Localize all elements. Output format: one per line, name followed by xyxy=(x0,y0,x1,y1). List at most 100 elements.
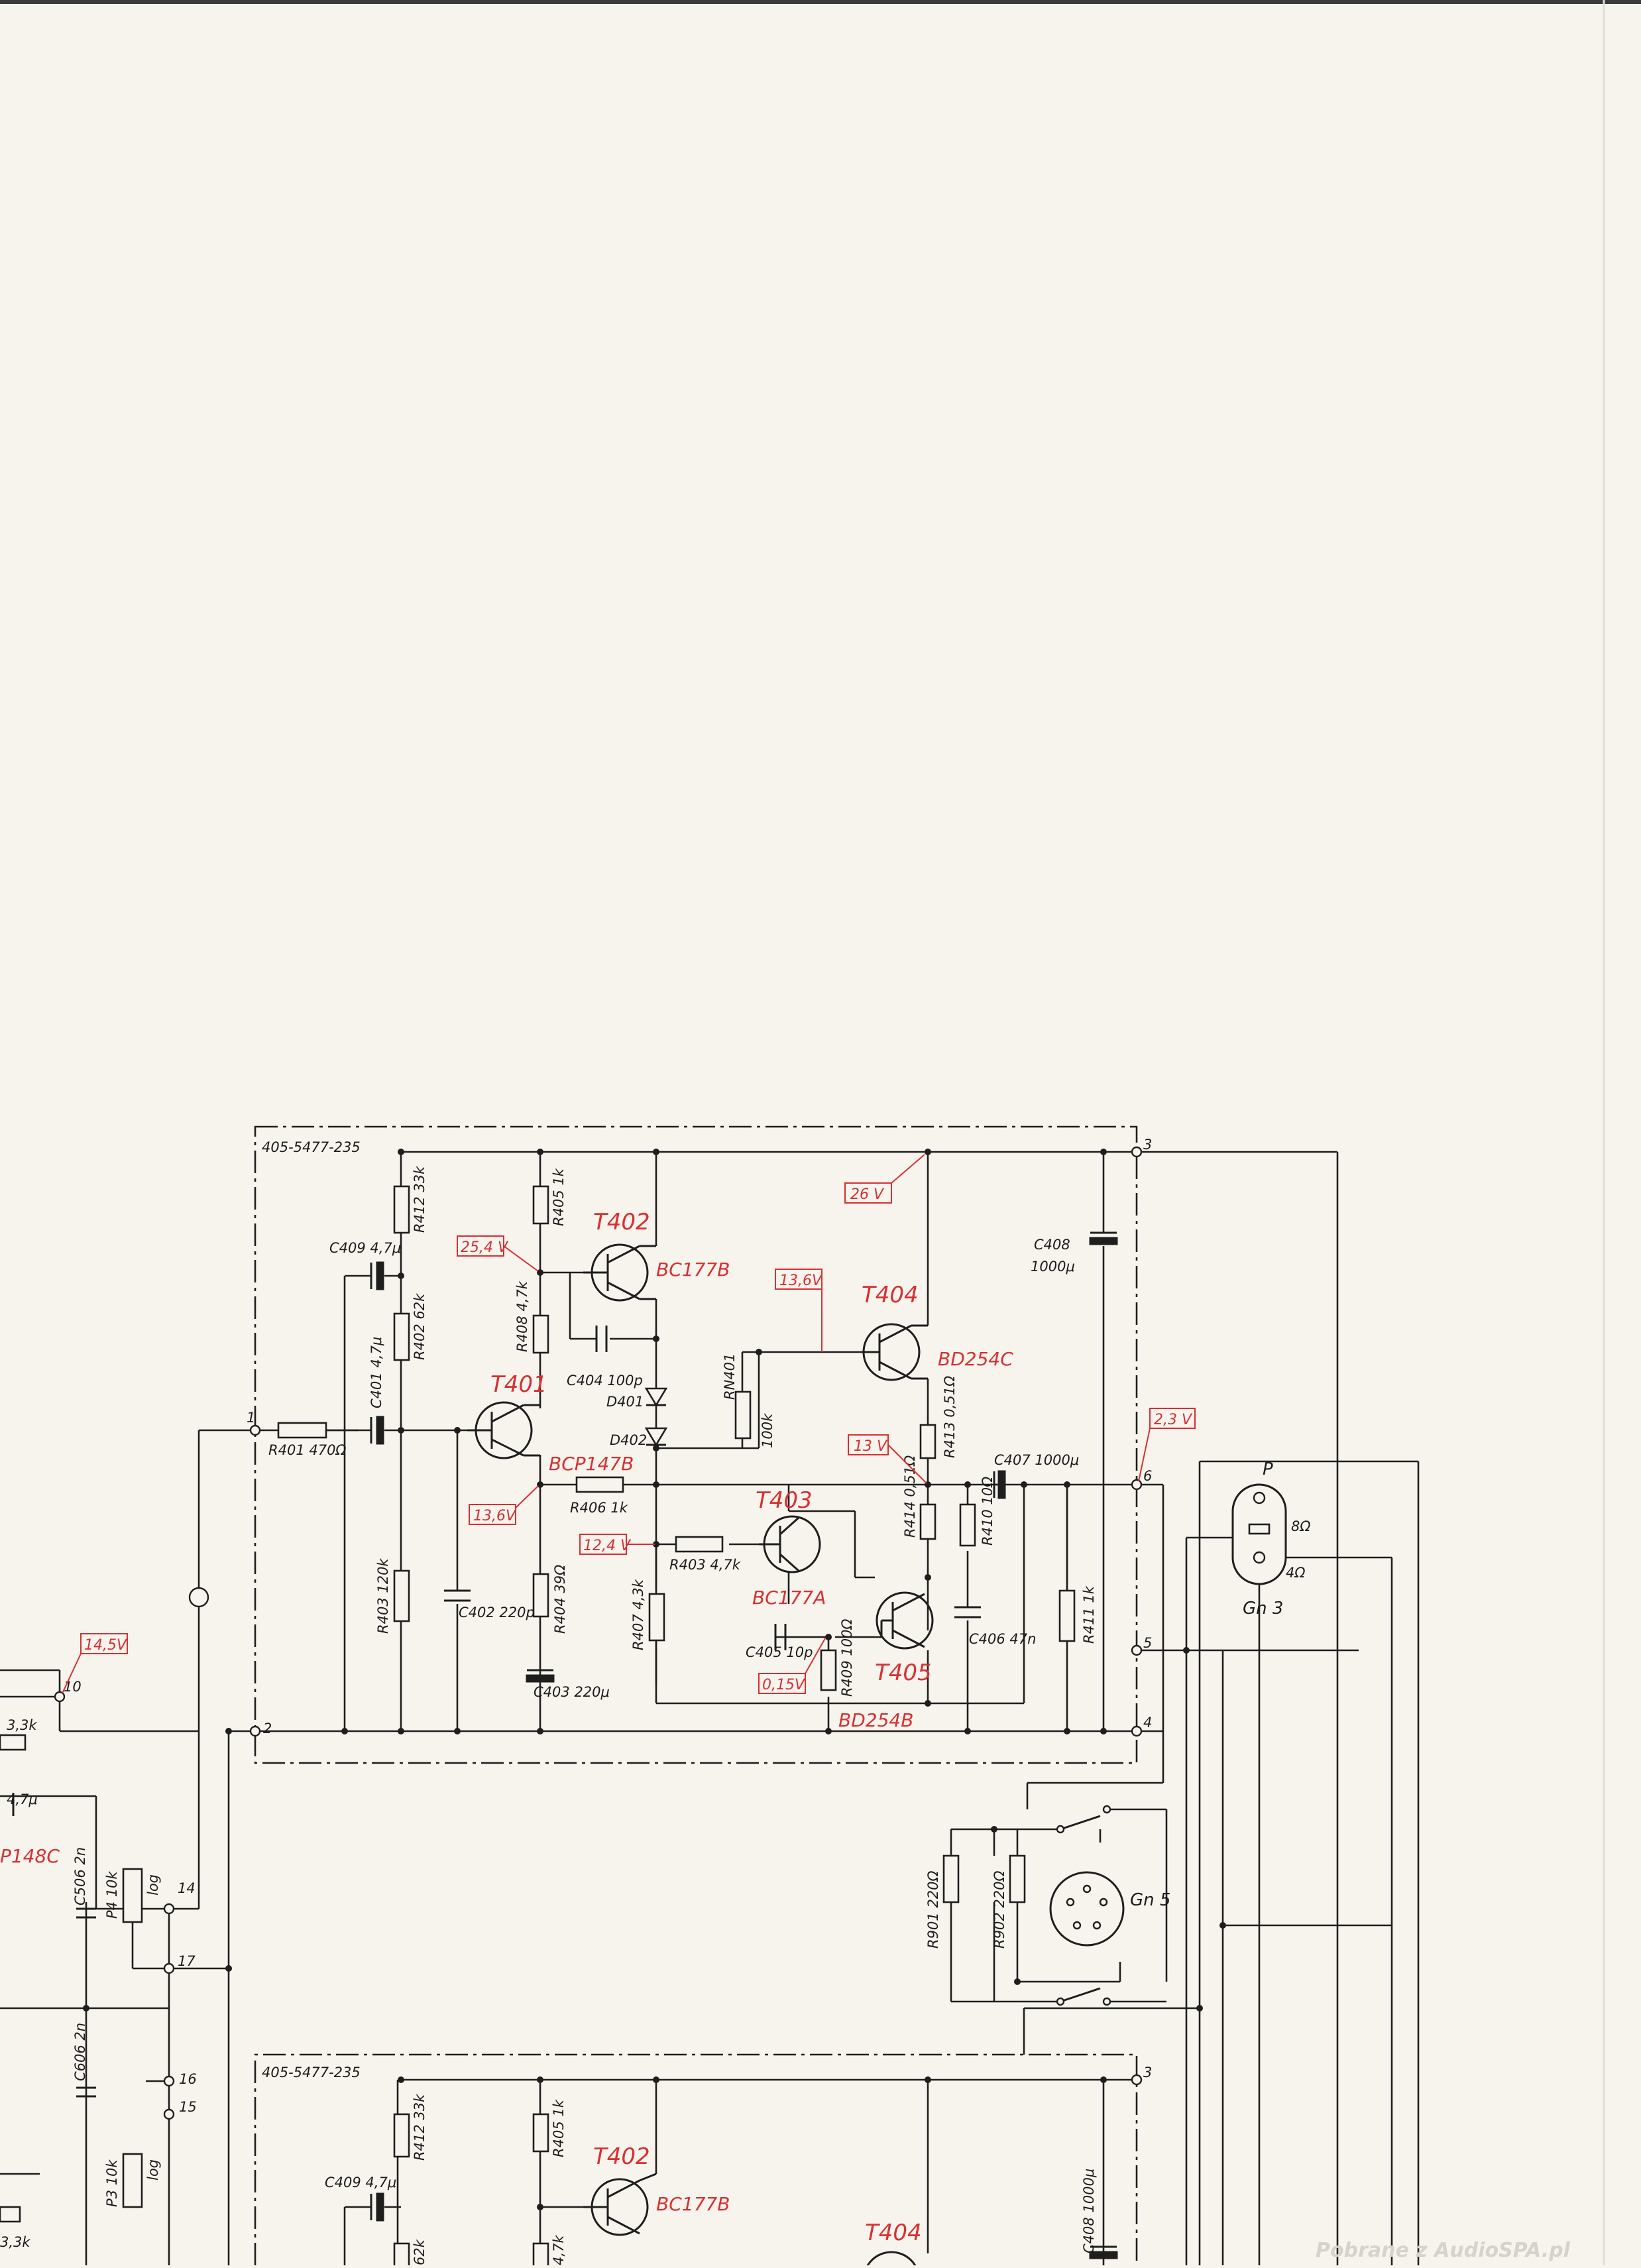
label-speaker-p: P xyxy=(1263,1459,1273,1479)
terminal-5: 5 xyxy=(1143,1635,1152,1651)
label-r410: R410 10Ω xyxy=(980,1477,995,1546)
terminal-10: 10 xyxy=(64,1679,82,1695)
label-c408-value: 1000μ xyxy=(1031,1259,1075,1275)
resistor-r401 xyxy=(277,1422,327,1439)
t402-type: BC177B xyxy=(656,1259,730,1280)
label-speaker-8ohm: 8Ω xyxy=(1291,1518,1310,1534)
label-r414: R414 0,51Ω xyxy=(902,1455,918,1538)
terminal-labels: 1 2 3 4 5 6 10 14 15 16 17 3 xyxy=(64,1137,1152,2115)
t405-type: BD254B xyxy=(838,1709,913,1731)
label-c405: C405 10p xyxy=(746,1644,813,1660)
label-r405-lower: R405 1k xyxy=(551,2099,567,2157)
label-c402: C402 220p xyxy=(459,1605,535,1620)
label-fragment-33k-lower: 3,3k xyxy=(0,2234,30,2250)
label-c406: C406 47n xyxy=(969,1631,1036,1647)
t401-type: BCP147B xyxy=(549,1453,634,1475)
resistor-fragment xyxy=(0,1734,27,1751)
label-d402: D402 xyxy=(610,1432,647,1448)
transistor-t404-lower xyxy=(865,2251,918,2268)
label-gn3: Gn 3 xyxy=(1243,1599,1283,1618)
din-connector-gn5 xyxy=(1049,1805,1125,2006)
t404-ref: T404 xyxy=(862,1282,919,1308)
resistor-r411 xyxy=(1058,1589,1076,1642)
resistor-r407 xyxy=(648,1593,665,1642)
label-r403b: R403 4,7k xyxy=(669,1557,741,1573)
label-d401: D401 xyxy=(606,1394,644,1410)
resistor-r408 xyxy=(532,1314,549,1354)
resistor-r404 xyxy=(532,1573,549,1618)
resistor-r405-lower xyxy=(532,2113,549,2153)
voltage-124v: 12,4 V xyxy=(583,1538,632,1554)
resistors xyxy=(0,1185,1076,2268)
component-labels: R412 33k R405 1k R402 62k R408 4,7k C409… xyxy=(0,1166,1310,2265)
label-r405: R405 1k xyxy=(551,1168,567,1226)
label-p4: P4 10k xyxy=(104,1871,120,1919)
label-r409: R409 100Ω xyxy=(839,1619,855,1697)
resistor-r403a xyxy=(393,1569,410,1622)
label-rn401-value: 100k xyxy=(760,1413,775,1448)
label-c408: C408 xyxy=(1034,1237,1070,1253)
label-c401: C401 4,7μ xyxy=(368,1337,384,1408)
t401-ref: T401 xyxy=(490,1371,547,1398)
voltage-254v: 25,4 V xyxy=(461,1239,509,1256)
label-log-p4: log xyxy=(145,1874,161,1896)
terminal-3: 3 xyxy=(1143,1137,1152,1153)
capacitors xyxy=(12,1231,1118,2259)
t404-type: BD254C xyxy=(938,1348,1013,1370)
label-r403a: R403 120k xyxy=(375,1558,391,1634)
label-r407: R407 4,3k xyxy=(630,1579,646,1650)
label-p3: P3 10k xyxy=(104,2159,120,2207)
resistor-r902 xyxy=(1009,1854,1026,1903)
label-c408-lower: C408 1000μ xyxy=(1081,2169,1097,2253)
terminal-circles xyxy=(54,1146,1143,2120)
label-r402: R402 62k xyxy=(412,1293,427,1360)
t402-ref: T402 xyxy=(593,1209,650,1235)
label-fragment-p148c: P148C xyxy=(0,1845,60,1867)
resistor-r406 xyxy=(575,1476,624,1493)
voltage-015v: 0,15V xyxy=(762,1677,806,1693)
potentiometer-p3 xyxy=(122,2153,143,2208)
transistor-symbols xyxy=(467,1243,934,2268)
label-fragment-33k: 3,3k xyxy=(7,1717,37,1733)
resistor-r412 xyxy=(393,1185,410,1234)
label-c404: C404 100p xyxy=(567,1373,643,1389)
label-r411: R411 1k xyxy=(1081,1585,1097,1644)
diodes xyxy=(644,1387,668,1447)
voltage-145v: 14,5V xyxy=(84,1637,128,1654)
resistor-r409 xyxy=(820,1649,837,1691)
voltage-26v: 26 V xyxy=(850,1186,885,1203)
label-c409-lower: C409 4,7μ xyxy=(325,2175,396,2190)
voltage-136v-b: 13,6V xyxy=(473,1508,517,1524)
label-c409: C409 4,7μ xyxy=(329,1240,401,1256)
t404-lower-ref: T404 xyxy=(865,2220,922,2246)
resistor-fragment-lower xyxy=(0,2206,21,2223)
terminal-3-lower: 3 xyxy=(1143,2065,1152,2080)
resistor-r402-lower xyxy=(393,2242,410,2268)
label-c506: C506 2n xyxy=(72,1847,88,1905)
terminal-2: 2 xyxy=(263,1721,272,1736)
t403-ref: T403 xyxy=(756,1487,813,1514)
module-label: 405-5477-235 xyxy=(262,1139,361,1155)
wiring-upper xyxy=(0,1151,1420,2265)
label-r902: R902 220Ω xyxy=(991,1871,1007,1949)
module-boundary-upper xyxy=(254,1125,1138,1764)
resistor-r414 xyxy=(919,1503,936,1540)
potentiometer-p4 xyxy=(122,1868,143,1923)
label-c606: C606 2n xyxy=(72,2023,88,2081)
resistor-r410 xyxy=(959,1503,976,1547)
voltage-136v-a: 13,6V xyxy=(779,1273,823,1289)
label-r404: R404 39Ω xyxy=(552,1565,568,1634)
label-r401: R401 470Ω xyxy=(268,1442,346,1458)
terminal-15: 15 xyxy=(179,2099,197,2115)
resistor-r412-lower xyxy=(393,2113,410,2158)
voltage-23v: 2,3 V xyxy=(1154,1412,1193,1428)
resistor-r413 xyxy=(919,1424,936,1459)
transistor-t405 xyxy=(876,1591,934,1650)
speaker-connector-gn3 xyxy=(1231,1483,1287,1585)
t403-type: BC177A xyxy=(752,1587,826,1609)
label-rn401: RN401 xyxy=(722,1353,738,1400)
terminal-16: 16 xyxy=(179,2071,197,2087)
resistor-r408-lower xyxy=(532,2242,549,2268)
